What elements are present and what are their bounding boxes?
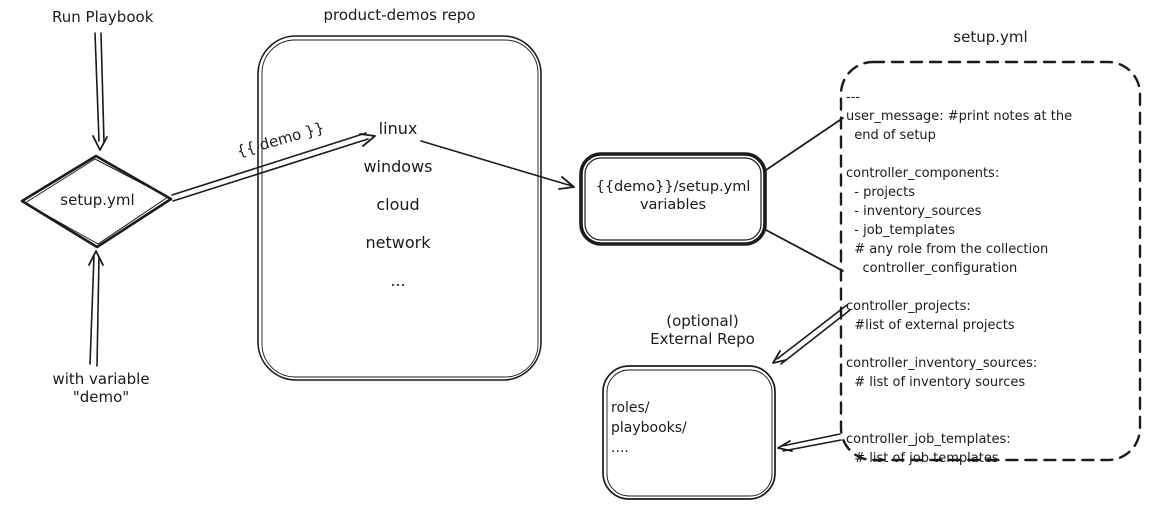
product-demos-repo-title: product-demos repo	[323, 6, 476, 24]
product-demos-repo-shape	[257, 35, 542, 381]
run-playbook-label: Run Playbook	[52, 8, 154, 26]
repo-item-network: network	[365, 233, 431, 252]
repo-item-cloud: cloud	[376, 195, 420, 214]
repo-item-linux: linux	[378, 119, 418, 138]
external-repo-title-line2: External Repo	[650, 330, 755, 348]
setup-diamond-shape	[20, 154, 173, 249]
external-repo-shape	[602, 365, 776, 500]
variables-box-line1: {{demo}}/setup.yml	[595, 179, 751, 195]
with-variable-label: with variable "demo"	[45, 370, 157, 406]
external-repo-title: (optional) External Repo	[630, 312, 775, 348]
setup-yml-content: --- user_message: #print notes at the en…	[846, 90, 1073, 466]
variables-box-label: {{demo}}/setup.yml variables	[585, 178, 761, 214]
with-variable-line1: with variable	[52, 370, 150, 388]
setup-diamond-label: setup.yml	[60, 191, 135, 209]
variables-box-shape	[579, 152, 767, 246]
projects-to-external-repo-arrow	[772, 304, 851, 365]
demo-arrow	[171, 132, 376, 202]
repo-item-windows: windows	[363, 157, 433, 176]
setup-yml-title: setup.yml	[953, 28, 1028, 46]
with-variable-arrow	[88, 250, 104, 367]
external-repo-title-line1: (optional)	[666, 312, 739, 330]
job-templates-to-external-repo-arrow	[777, 433, 842, 452]
linux-to-variables-arrow	[420, 140, 575, 190]
run-playbook-arrow	[92, 32, 108, 151]
variables-box-line2: variables	[639, 197, 707, 213]
variables-to-setupyml-lines	[765, 117, 844, 272]
external-repo-content: roles/ playbooks/ ....	[611, 400, 687, 456]
setup-yml-dashed-box-shape	[839, 60, 1142, 462]
repo-item-list: linux windows cloud network ...	[338, 120, 458, 310]
with-variable-line2: "demo"	[72, 388, 130, 406]
repo-item-ellipsis: ...	[390, 271, 406, 290]
